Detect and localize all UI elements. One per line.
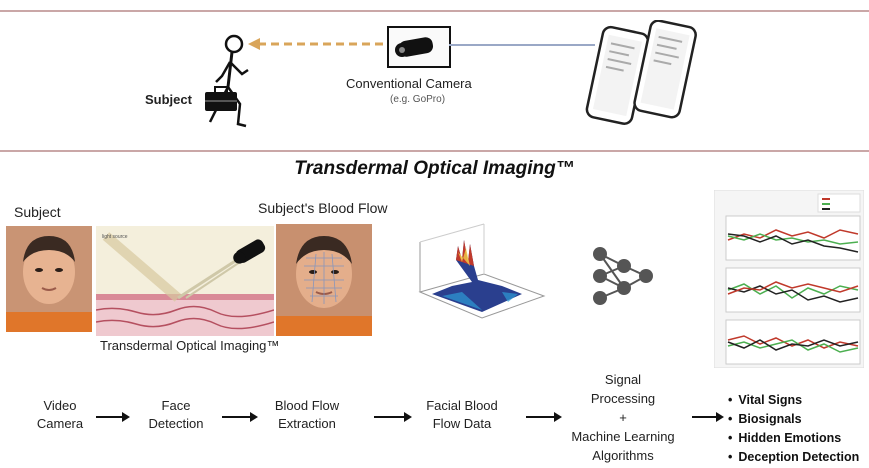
- neural-network-icon: [593, 247, 653, 305]
- top-divider: [0, 10, 869, 12]
- signal-chart-panels: [714, 190, 864, 368]
- blood-flow-label: Subject's Blood Flow: [258, 200, 388, 216]
- step-facial-blood-flow-data: Facial Blood Flow Data: [426, 398, 498, 431]
- step-face-detection: Face Detection: [148, 398, 204, 431]
- output-item: Deception Detection: [728, 448, 859, 467]
- top-subject-label: Subject: [145, 92, 192, 107]
- step-arrow-2: [222, 412, 258, 422]
- step-arrow-3: [374, 412, 412, 422]
- middle-subject-label: Subject: [14, 204, 61, 220]
- step-video-camera: Video Camera: [36, 398, 84, 431]
- blood-flow-face-photo: [276, 224, 372, 336]
- blood-flow-3d-plot: [418, 223, 546, 319]
- step-arrow-4: [526, 412, 562, 422]
- step-signal-processing-ml: Signal Processing + Machine Learning Alg…: [571, 372, 675, 463]
- capture-dashed-arrow: [248, 38, 386, 50]
- camera-phone-link: [449, 44, 595, 46]
- video-camera-icon: [395, 37, 434, 57]
- camera-sublabel: (e.g. GoPro): [390, 94, 446, 105]
- smartphones-icon: [585, 20, 697, 125]
- output-list: Vital Signs Biosignals Hidden Emotions D…: [728, 391, 859, 467]
- toi-caption: Transdermal Optical Imaging™: [100, 338, 280, 353]
- step-blood-flow-extraction: Blood Flow Extraction: [274, 398, 340, 431]
- camera-label: Conventional Camera: [346, 76, 472, 91]
- toi-skin-illustration: light source: [95, 226, 275, 336]
- svg-text:light source: light source: [102, 234, 128, 240]
- output-item: Biosignals: [728, 410, 859, 429]
- conventional-camera: [387, 26, 451, 68]
- briefcase-icon: [205, 86, 237, 111]
- section-title: Transdermal Optical Imaging™: [294, 158, 575, 179]
- step-arrow-5: [692, 412, 724, 422]
- subject-face-photo: [6, 226, 92, 332]
- output-item: Hidden Emotions: [728, 429, 859, 448]
- step-arrow-1: [96, 412, 130, 422]
- output-item: Vital Signs: [728, 391, 859, 410]
- middle-divider: [0, 150, 869, 152]
